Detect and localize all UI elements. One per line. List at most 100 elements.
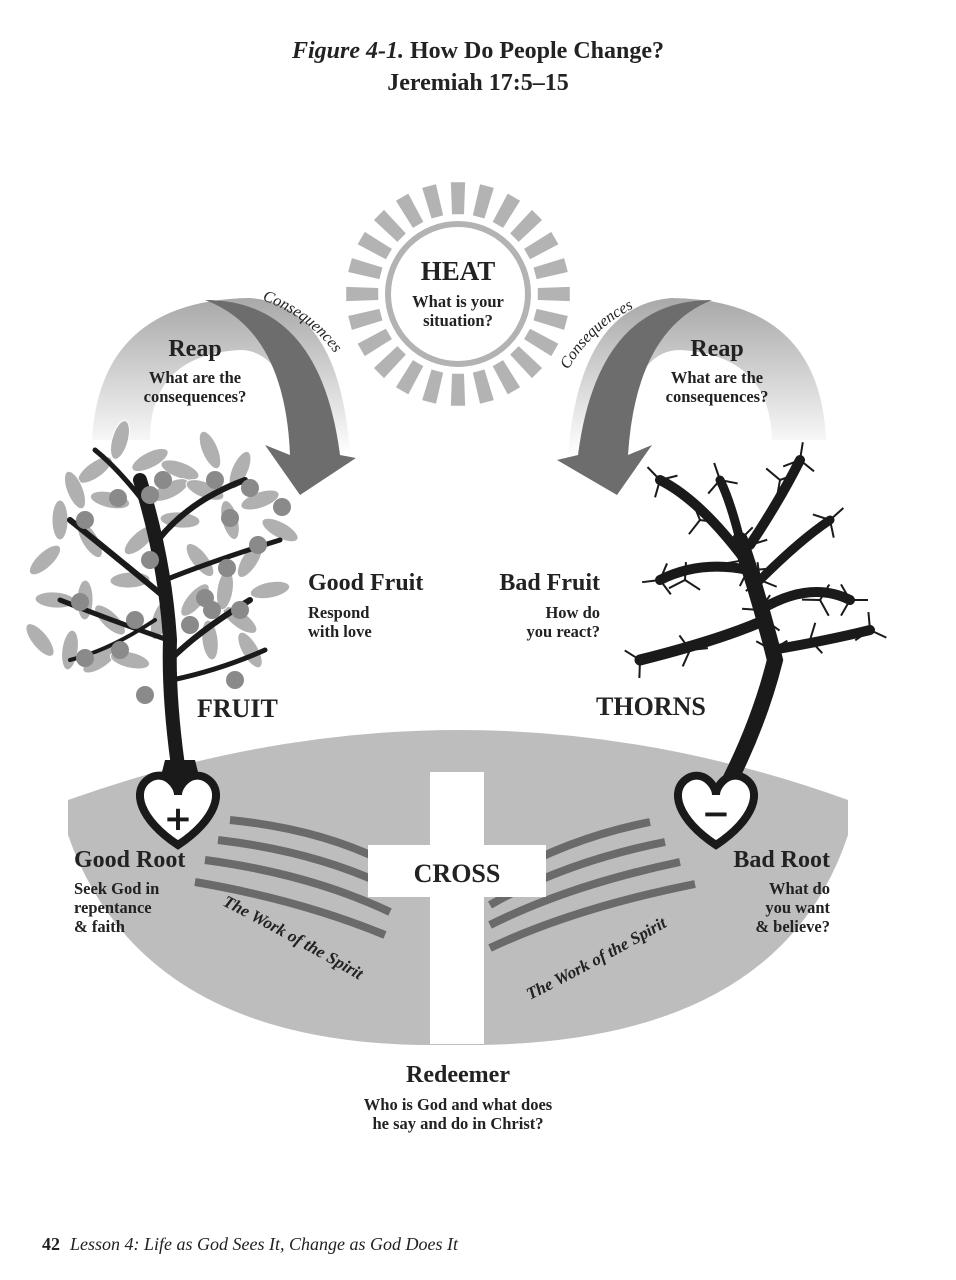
sun-ray: [510, 346, 543, 379]
thorn: [749, 538, 768, 546]
thorn: [646, 466, 661, 481]
reap-left-question: What are the consequences?: [143, 368, 247, 406]
thorn: [684, 561, 687, 581]
lesson-title: Lesson 4: Life as God Sees It, Change as…: [70, 1234, 458, 1254]
thorn: [829, 507, 845, 521]
fruit: [231, 601, 249, 619]
thorn: [840, 583, 851, 601]
fruit: [249, 536, 267, 554]
bad-heart: [673, 771, 759, 850]
sun-ray: [537, 286, 570, 302]
leaf: [198, 430, 222, 470]
fruit-label: FRUIT: [197, 694, 278, 723]
redeemer-line1: Who is God and what does: [363, 1095, 553, 1114]
fruit: [273, 498, 291, 516]
sun-ray: [472, 369, 494, 404]
bad-root-line2: you want: [765, 898, 830, 917]
thorn: [792, 639, 811, 646]
reap-right-title: Reap: [690, 336, 744, 362]
thorn: [736, 531, 751, 546]
thorn: [756, 562, 761, 581]
sun-ray: [533, 308, 568, 330]
fruit: [111, 641, 129, 659]
fruit: [71, 593, 89, 611]
thorn: [812, 513, 831, 521]
sun-ray: [510, 209, 543, 242]
page-footer: 42 Lesson 4: Life as God Sees It, Change …: [42, 1234, 458, 1255]
thorn: [678, 634, 691, 651]
sun-ray: [346, 286, 379, 302]
sun-ray: [524, 231, 559, 260]
bad-fruit-line2: you react?: [526, 622, 600, 641]
sun-ray: [357, 328, 392, 357]
sun-rays: [346, 182, 570, 406]
plus-symbol: +: [164, 799, 193, 839]
thorn: [869, 629, 887, 639]
thorn: [809, 622, 817, 641]
thorn: [684, 579, 701, 591]
thorn: [692, 502, 701, 521]
thorn: [747, 568, 767, 571]
sun-ray: [492, 360, 521, 395]
page-number: 42: [42, 1234, 60, 1254]
leaf: [51, 499, 69, 541]
thorn: [799, 459, 815, 473]
sun-ray: [348, 258, 383, 280]
sun-ray: [395, 193, 424, 228]
thorn: [764, 619, 781, 632]
thorn: [727, 559, 746, 565]
sun-ray: [524, 328, 559, 357]
leaf: [25, 623, 55, 657]
figure-title-text: How Do People Change?: [410, 38, 664, 64]
thorn: [867, 611, 871, 631]
thorn: [799, 442, 804, 461]
good-fruit-line1: Respond: [308, 603, 370, 622]
sun-ray: [373, 346, 406, 379]
sun-ray: [450, 373, 466, 406]
figure-title: Figure 4-1. How Do People Change?: [0, 38, 956, 65]
redeemer-line2: he say and do in Christ?: [372, 1114, 544, 1133]
thorn: [719, 479, 738, 485]
heat-title: HEAT: [420, 256, 496, 286]
leaf: [131, 447, 169, 473]
thorn: [819, 599, 830, 617]
thorns-label: THORNS: [596, 692, 706, 721]
thorn: [689, 647, 709, 651]
thorn: [829, 519, 835, 538]
fruit: [221, 509, 239, 527]
reap-left-title: Reap: [168, 336, 222, 362]
thorn: [654, 479, 661, 498]
leaf: [61, 629, 79, 671]
scripture-reference: Jeremiah 17:5–15: [387, 70, 569, 96]
reap-arrow-right: [557, 298, 826, 495]
cross-label: CROSS: [413, 859, 501, 888]
bad-root-title: Bad Root: [733, 847, 830, 873]
fruit: [241, 479, 259, 497]
thorn: [737, 554, 749, 571]
minus-symbol: −: [702, 794, 731, 834]
fruit: [141, 551, 159, 569]
thorn: [707, 479, 721, 495]
fruit: [109, 489, 127, 507]
thorn: [775, 479, 781, 498]
bad-fruit-title: Bad Fruit: [499, 570, 600, 596]
good-tree: [25, 420, 299, 787]
thorn: [809, 639, 824, 654]
thorn: [819, 584, 831, 601]
fruit: [226, 671, 244, 689]
heat-question: What is your situation?: [412, 292, 504, 330]
thorn: [782, 459, 801, 468]
thorn: [688, 519, 701, 535]
sun-ray: [422, 184, 444, 219]
good-fruit-line2: with love: [308, 622, 372, 641]
thorn: [779, 472, 798, 481]
thorn: [699, 519, 718, 524]
thorn: [748, 619, 766, 629]
thorn: [745, 579, 761, 592]
fruit: [196, 589, 214, 607]
sun-ray: [348, 308, 383, 330]
sun-ray: [373, 209, 406, 242]
thorn: [659, 579, 672, 595]
good-root-line1: Seek God in: [74, 879, 160, 898]
